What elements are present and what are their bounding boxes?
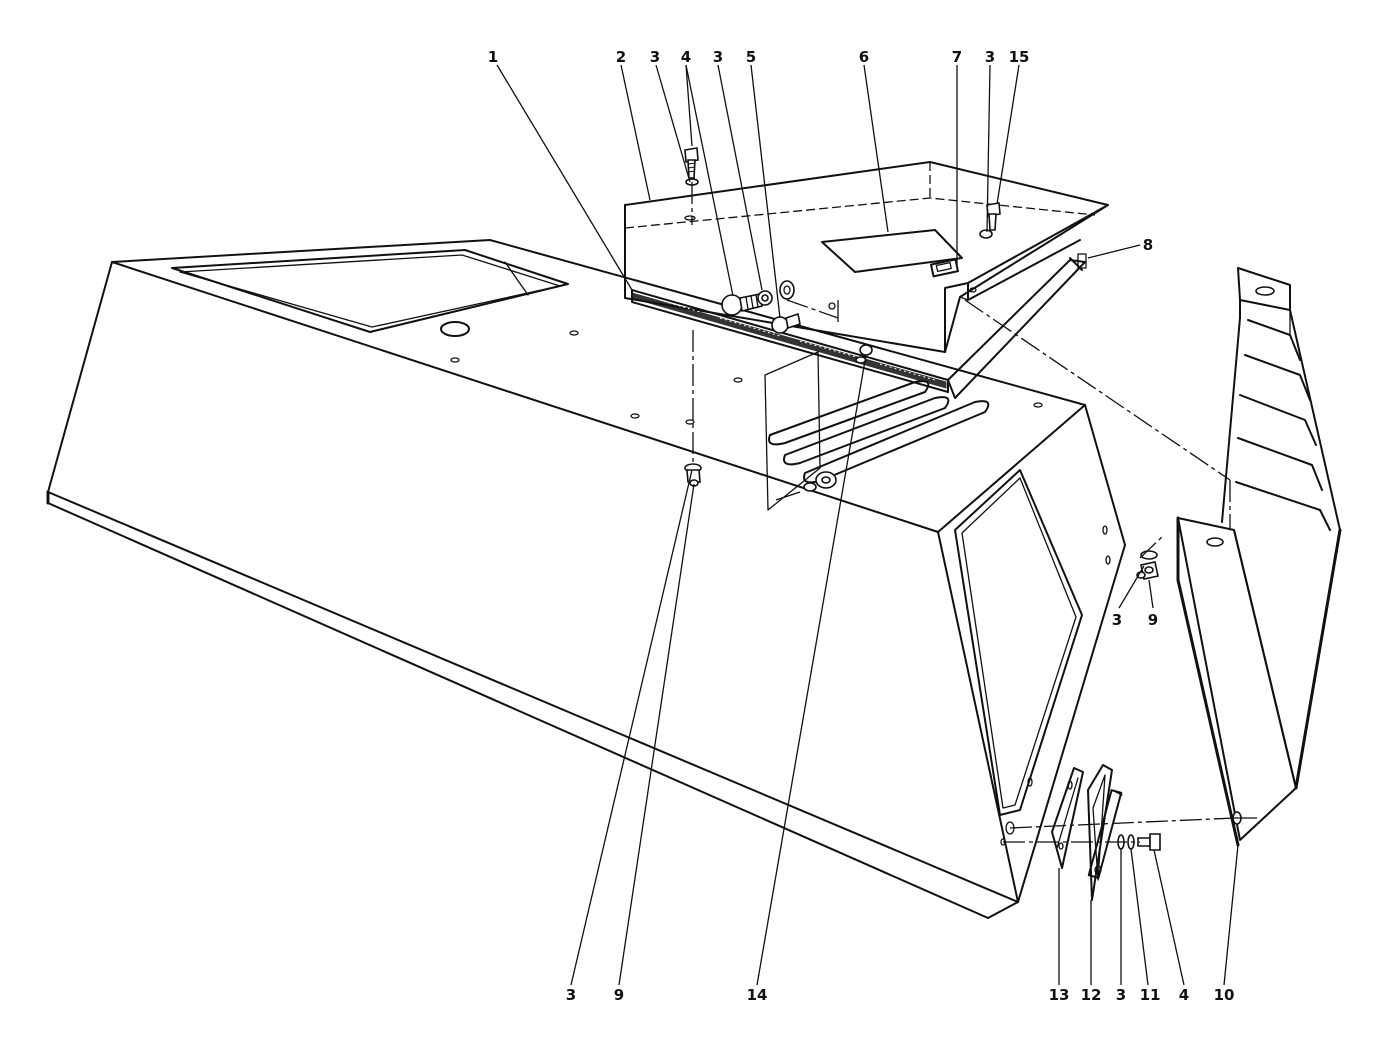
callout-3: 3	[650, 48, 660, 66]
callout-8: 8	[1143, 236, 1153, 254]
leader-lines	[496, 64, 1239, 986]
callout-3: 3	[713, 48, 723, 66]
callout-3: 3	[566, 986, 576, 1004]
hole-plate	[828, 302, 836, 310]
callout-10: 10	[1214, 986, 1235, 1004]
callout-labels: 1 2 3 4 3 5 6 7 3 15 8 3 9 3 9 14 13 12 …	[488, 48, 1235, 1004]
callout-4: 4	[1179, 986, 1189, 1004]
callout-3: 3	[1116, 986, 1126, 1004]
callout-6: 6	[859, 48, 869, 66]
callout-14: 14	[747, 986, 768, 1004]
screw-5	[771, 312, 801, 334]
screw-top-right	[979, 202, 1001, 239]
hinge	[1087, 764, 1123, 901]
callout-9: 9	[1148, 611, 1158, 629]
callout-9: 9	[614, 986, 624, 1004]
callout-13: 13	[1049, 986, 1070, 1004]
callout-5: 5	[746, 48, 756, 66]
nut-right	[1136, 550, 1159, 580]
callout-3: 3	[1112, 611, 1122, 629]
screw-center	[721, 293, 763, 316]
hex-nut-plate	[815, 471, 837, 489]
lid-cover	[624, 161, 1109, 399]
callout-7: 7	[952, 48, 962, 66]
callout-15: 15	[1009, 48, 1030, 66]
main-housing	[46, 239, 1126, 919]
callout-12: 12	[1081, 986, 1102, 1004]
bracket-plate	[764, 351, 837, 511]
callout-3: 3	[985, 48, 995, 66]
hinge-shim	[1051, 767, 1084, 869]
door-panel	[1176, 267, 1342, 847]
hinge-screw	[1137, 833, 1161, 851]
callout-4: 4	[681, 48, 691, 66]
nut-left	[684, 463, 702, 487]
screw-top-left	[684, 147, 699, 186]
lockwasher-center	[779, 280, 795, 300]
callout-1: 1	[488, 48, 498, 66]
washer-center	[757, 290, 773, 306]
callout-11: 11	[1140, 986, 1161, 1004]
alignment-lines	[691, 182, 1260, 843]
callout-2: 2	[616, 48, 626, 66]
